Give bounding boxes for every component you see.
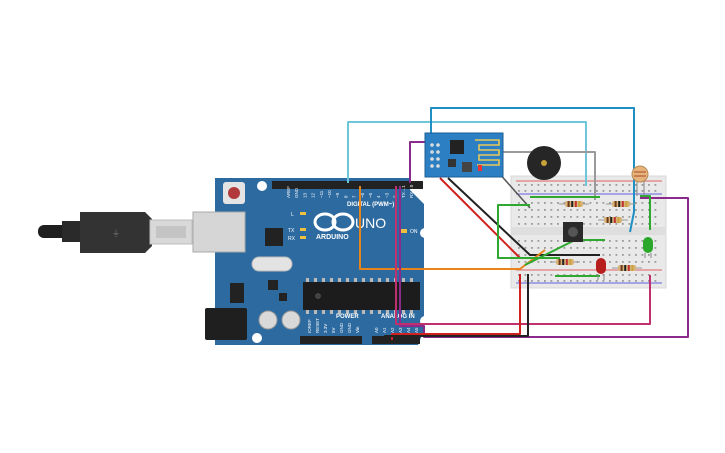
esp-antenna	[475, 139, 500, 166]
analog-header-label: ANALOG IN	[381, 314, 415, 320]
digital-pin-label: 7	[352, 195, 357, 198]
resistor-3	[598, 217, 628, 223]
power-pin-label: 5V	[331, 327, 336, 333]
usb-b-port	[192, 211, 246, 253]
wire-blue	[430, 107, 635, 233]
arduino-logo	[313, 212, 355, 232]
usb-chip	[265, 228, 283, 246]
on-label: ON	[410, 229, 418, 235]
usb-icon: ⏚	[112, 229, 120, 238]
power-jack	[205, 308, 247, 340]
digital-pin-label: ~3	[384, 192, 389, 198]
wire-orange	[359, 186, 546, 270]
brand-label: ARDUINO	[316, 234, 349, 241]
digital-pin-label: 13	[302, 192, 307, 198]
power-pin-label: GND	[347, 322, 352, 333]
power-pin-label: Vin	[355, 326, 360, 333]
digital-header	[272, 181, 407, 189]
l-led	[300, 212, 306, 215]
analog-pin-label: A5	[414, 327, 419, 333]
wire-green-1	[497, 204, 560, 259]
green-led	[643, 237, 653, 258]
wire-gray	[475, 151, 596, 200]
digital-pin-label: ~6	[360, 192, 365, 198]
digital-pin-label: GND	[294, 187, 299, 198]
resistor-1	[559, 201, 589, 207]
mount-hole	[257, 181, 267, 191]
power-header	[300, 336, 362, 344]
arduino-uno: ARDUINO UNO DIGITAL (PWM~) ANALOG IN POW…	[192, 178, 430, 345]
wire-magenta	[395, 186, 651, 325]
wire-lightblue	[347, 121, 587, 186]
power-header-label: POWER	[336, 314, 359, 320]
digital-pin-label: 4	[376, 195, 381, 198]
power-pin-label: RESET	[315, 318, 320, 333]
digital-pin-label: 8	[343, 195, 348, 198]
mount-hole	[252, 333, 262, 343]
digital-pin-label: ~10	[327, 190, 332, 198]
digital-pin-label: ~5	[368, 192, 373, 198]
photoresistor	[631, 165, 649, 196]
digital-pin-label: ~11	[319, 190, 324, 198]
on-led	[400, 229, 407, 233]
rx-label: RX	[288, 236, 296, 242]
resistors	[550, 201, 642, 271]
resistor-4	[550, 259, 580, 265]
esp8266-module	[424, 132, 504, 178]
digital-pin-label: ~9	[335, 192, 340, 198]
power-pin-label: GND	[339, 322, 344, 333]
tx-label: TX	[288, 228, 295, 234]
digital-pin-label: RX←0	[409, 184, 414, 198]
mount-hole	[420, 228, 430, 238]
pushbutton[interactable]	[563, 222, 583, 242]
tx-led	[300, 228, 306, 231]
power-pin-label: IOREF	[307, 319, 312, 333]
digital-header-label: DIGITAL (PWM~)	[347, 202, 394, 208]
analog-pin-label: A2	[390, 327, 395, 333]
analog-pin-label: A3	[398, 327, 403, 333]
wire-green-5	[640, 195, 651, 230]
model-label: UNO	[355, 215, 386, 231]
rx-led	[300, 236, 306, 239]
red-led	[596, 258, 606, 280]
piezo-buzzer	[527, 146, 561, 180]
analog-pin-label: A4	[406, 327, 411, 333]
digital-pin-label: 12	[311, 192, 316, 198]
wires	[347, 107, 689, 340]
wire-black-esp	[447, 177, 600, 256]
analog-pin-label: A0	[374, 327, 379, 333]
wire-purple	[399, 186, 689, 338]
digital-pin-label: AREF	[286, 186, 291, 198]
esp-chip	[450, 140, 464, 154]
breadboard	[510, 175, 667, 289]
analog-pin-label: A1	[382, 327, 387, 333]
wire-red-esp	[439, 177, 521, 259]
digital-pin-label: TX→1	[401, 185, 406, 198]
power-pin-label: 3.3V	[323, 324, 328, 333]
wire-black-gnd	[384, 274, 529, 340]
l-label: L	[291, 212, 294, 218]
usb-cable: ⏚	[38, 212, 193, 253]
resistor-2	[606, 201, 636, 207]
resistor-5	[612, 265, 642, 271]
analog-header	[372, 336, 420, 344]
